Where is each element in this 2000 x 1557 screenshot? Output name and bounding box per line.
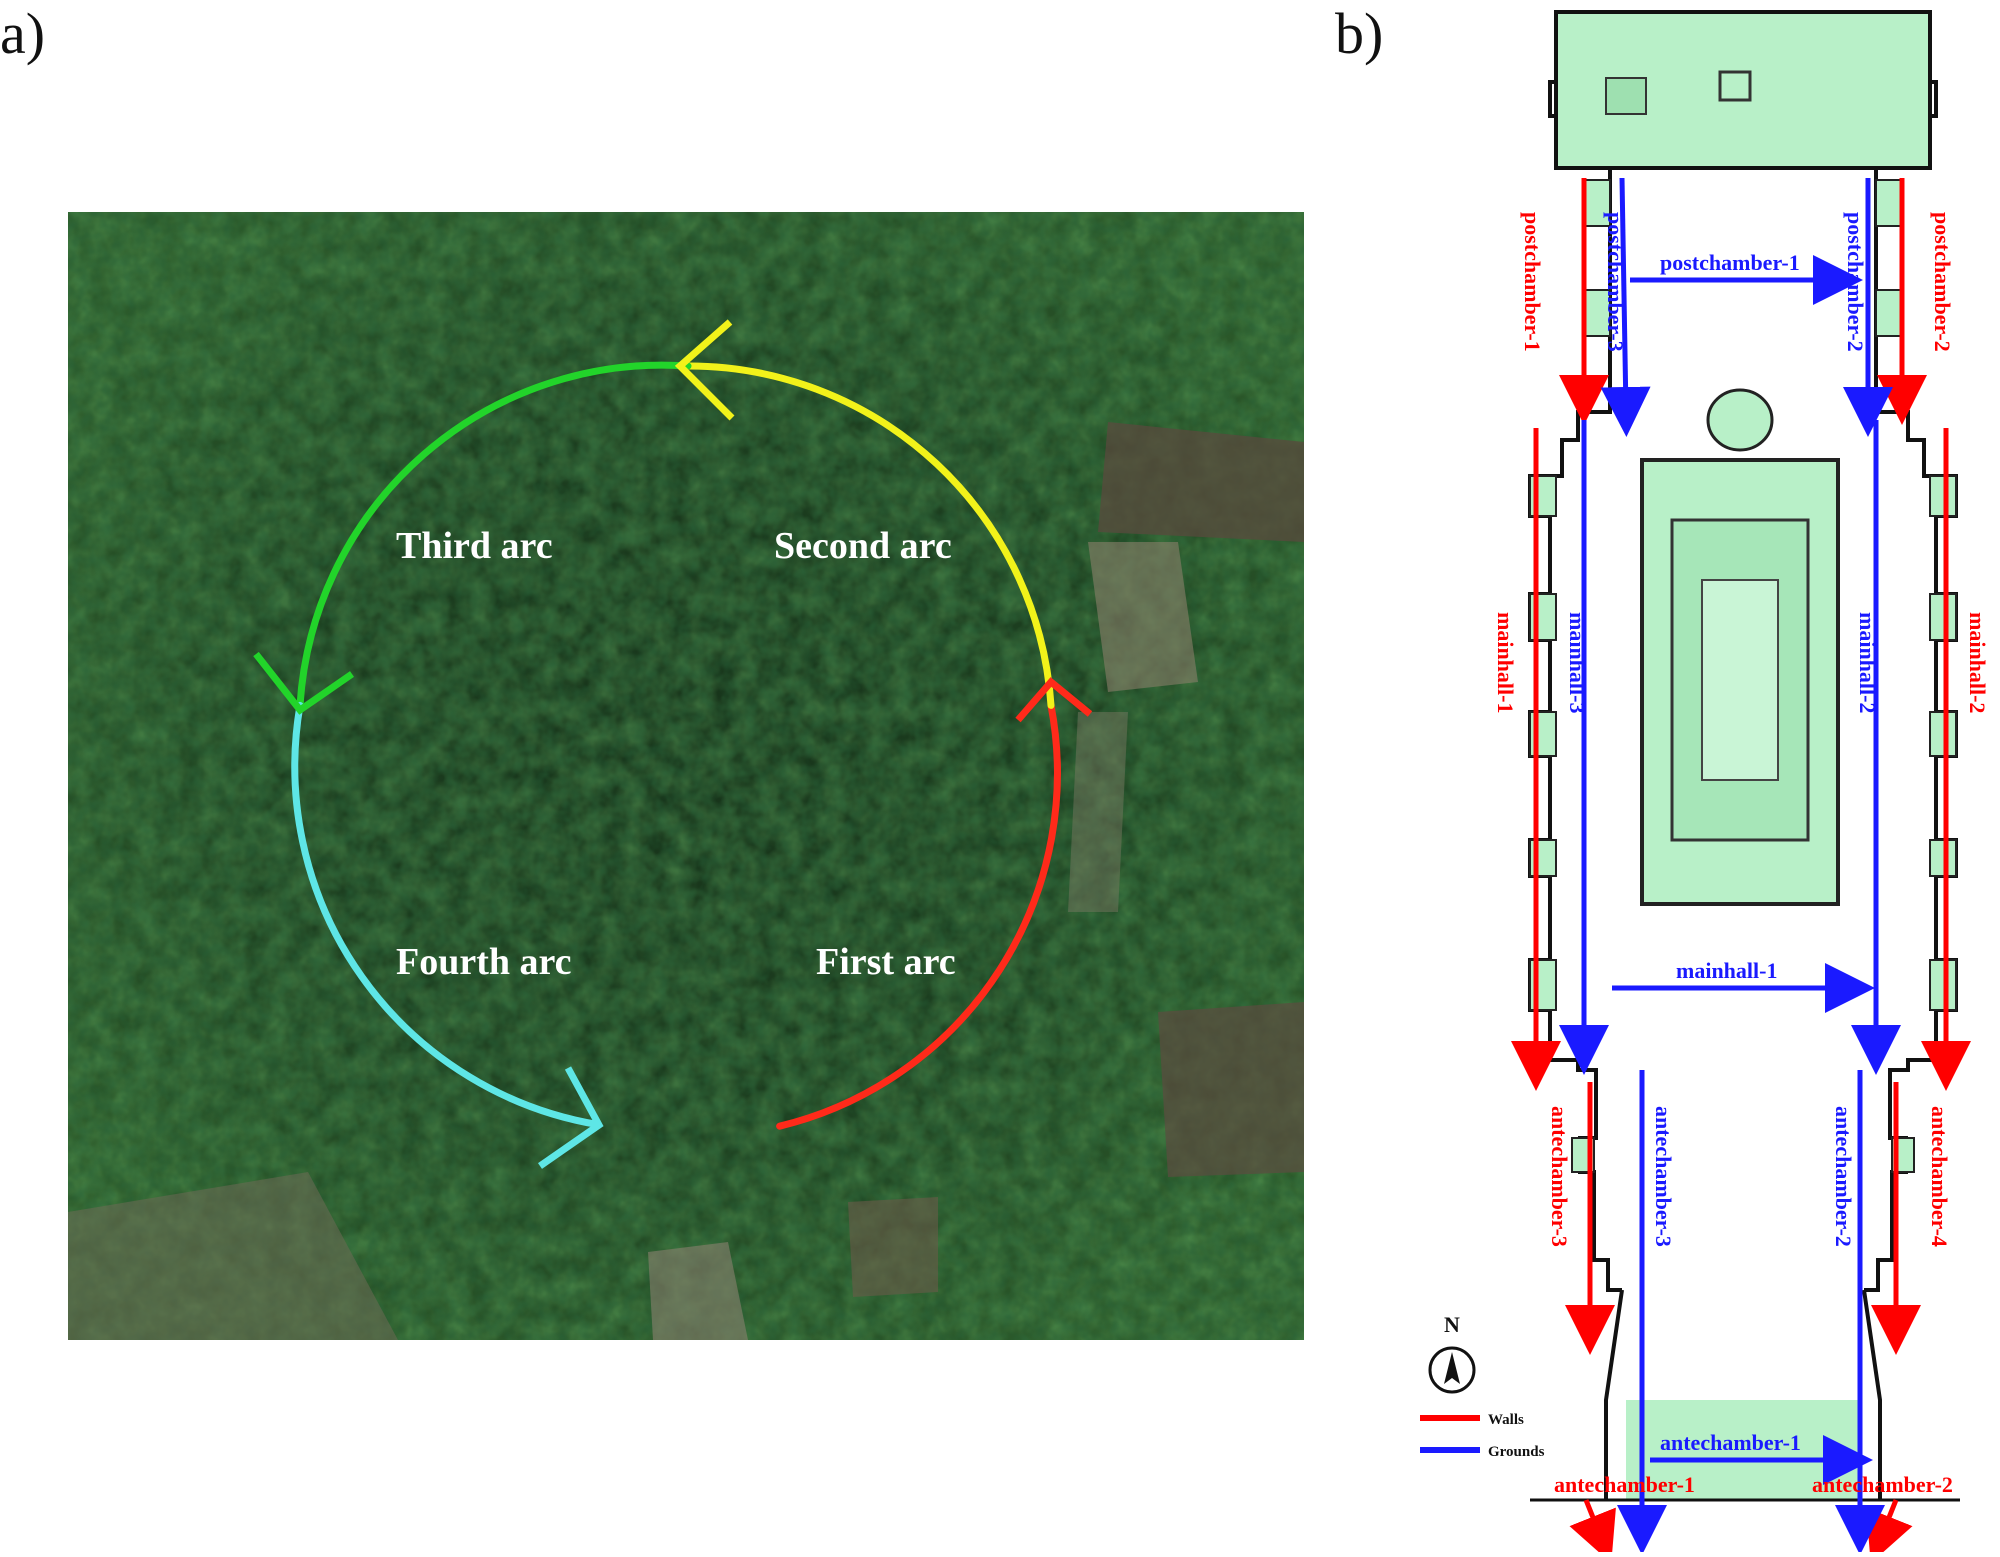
label-antechamber-2-wall: antechamber-2: [1812, 1472, 1953, 1497]
antechamber-walls: [1604, 1289, 1882, 1500]
label-antechamber-1-wall: antechamber-1: [1554, 1472, 1695, 1497]
arrow-antechamber-1-wall: [1569, 1499, 1616, 1557]
first-arc: [776, 701, 1061, 1130]
label-postchamber-1-wall: postchamber-1: [1520, 212, 1545, 352]
aerial-canvas: Third arc Second arc Fourth arc First ar…: [68, 212, 1304, 1340]
panel-a-label: a): [0, 1, 46, 66]
label-antechamber-3-ground: antechamber-3: [1651, 1106, 1676, 1247]
label-antechamber-4: antechamber-4: [1927, 1106, 1952, 1247]
paved-area: [1088, 542, 1198, 692]
building-roof: [1158, 1002, 1304, 1177]
fourth-arc: [291, 701, 601, 1128]
second-arc-label: Second arc: [774, 525, 952, 567]
path-area: [648, 1242, 748, 1340]
label-mainhall-1: mainhall-1: [1676, 958, 1777, 983]
second-arc-arrowhead: [674, 319, 735, 421]
third-arc: [296, 361, 692, 709]
antechamber-floor: [1626, 1400, 1858, 1500]
aerial-photo: Third arc Second arc Fourth arc First ar…: [68, 212, 1304, 1340]
top-hall-niche: [1605, 77, 1647, 115]
label-mainhall-2-ground: mainhall-2: [1855, 612, 1880, 713]
label-postchamber-2: postchamber-2: [1930, 212, 1955, 352]
label-mainhall-2-wall: mainhall-2: [1965, 612, 1990, 713]
arc-group: [291, 361, 1061, 1130]
label-postchamber-1-ground: postchamber-1: [1660, 250, 1800, 275]
label-postchamber-3a: postchamber-3: [1603, 212, 1628, 352]
top-hall-ornament: [1718, 70, 1752, 102]
floor-plan: postchamber-1 postchamber-2 postchamber-…: [1380, 0, 2000, 1557]
arrow-antechamber-2-wall: [1866, 1499, 1913, 1557]
second-arc: [684, 362, 1055, 709]
path-area: [68, 1172, 398, 1340]
label-antechamber-1-ground: antechamber-1: [1660, 1430, 1801, 1455]
wall-arrows: [1511, 178, 1971, 1557]
building-roof: [848, 1197, 938, 1297]
north-label: N: [1444, 1312, 1460, 1337]
plan-canvas: postchamber-1 postchamber-2 postchamber-…: [1420, 10, 1990, 1557]
panel-b-label: b): [1335, 1, 1384, 66]
legend: N Walls Grounds: [1420, 1312, 1545, 1460]
label-antechamber-2-ground: antechamber-2: [1831, 1106, 1856, 1247]
walls-legend-label: Walls: [1488, 1412, 1524, 1428]
path-area: [1068, 712, 1128, 912]
first-arc-label: First arc: [816, 941, 956, 983]
wall-niches: [1529, 179, 1957, 1173]
fourth-arc-arrowhead: [538, 1066, 604, 1169]
label-mainhall-3: mainhall-3: [1565, 612, 1590, 713]
first-arc-arrowhead: [1015, 677, 1093, 723]
label-postchamber-3b: postchamber-2: [1843, 212, 1868, 352]
label-mainhall-1-wall: mainhall-1: [1493, 612, 1518, 713]
fourth-arc-label: Fourth arc: [396, 941, 572, 983]
north-arrow-icon: [1444, 1352, 1460, 1384]
third-arc-label: Third arc: [396, 525, 553, 567]
round-pedestal: [1706, 388, 1774, 452]
canopy-shadow: [68, 212, 1304, 1340]
label-antechamber-3-wall: antechamber-3: [1547, 1106, 1572, 1247]
ground-arrows: [1559, 177, 1901, 1555]
grounds-legend-label: Grounds: [1488, 1444, 1545, 1460]
third-arc-arrowhead: [253, 651, 354, 715]
building-roof: [1098, 422, 1304, 542]
arrow-postchamber-3: [1600, 177, 1651, 437]
platform-core: [1701, 579, 1779, 781]
